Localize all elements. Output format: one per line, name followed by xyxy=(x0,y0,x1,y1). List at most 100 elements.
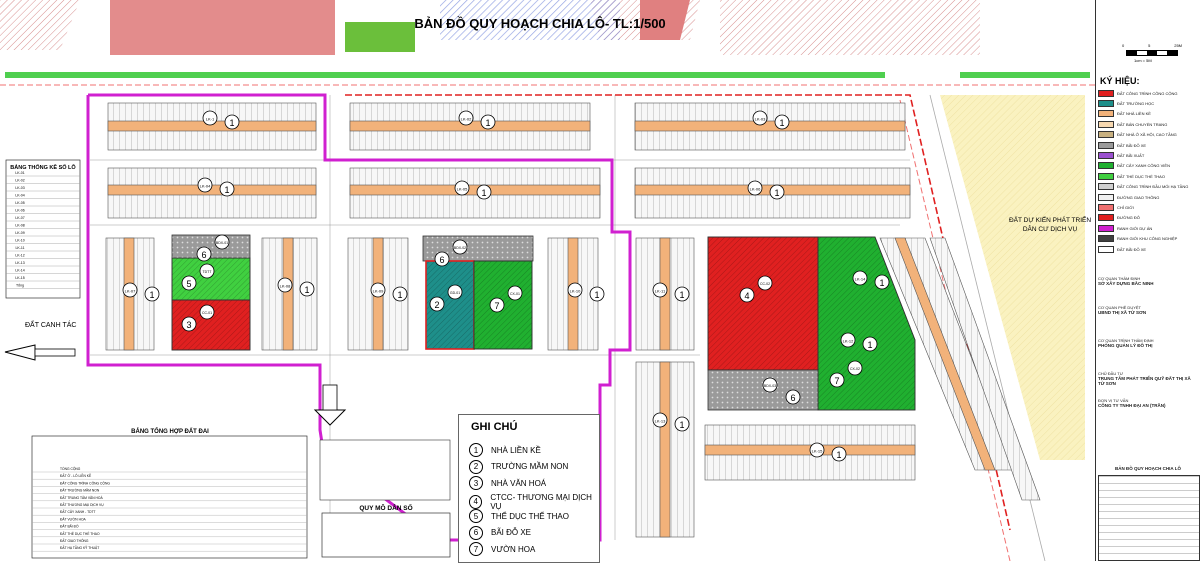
legend-swatch xyxy=(1098,224,1114,232)
block-marker-lk-09 xyxy=(370,282,386,298)
land-row-label: ĐẤT VƯỜN HOA xyxy=(60,516,87,521)
block-marker-lk-13 xyxy=(652,412,668,428)
legend-label: ĐẤT BÃI XUẤT xyxy=(1117,152,1145,158)
scale-label-25: 25M xyxy=(1174,43,1182,48)
block-marker-lk-07 xyxy=(122,282,138,298)
block-num: 1 xyxy=(304,285,309,295)
block-marker-lk-10 xyxy=(567,282,583,298)
note-label: THỂ DỤC THỂ THAO xyxy=(491,511,569,521)
block-num-circle xyxy=(874,274,890,290)
facility-num: 4 xyxy=(744,291,749,301)
block-num: 1 xyxy=(397,290,402,300)
legend-label: RANH GIỚI KHU CÔNG NGHIỆP xyxy=(1117,236,1178,242)
legend-swatch xyxy=(1098,214,1114,222)
signature-table xyxy=(1098,475,1200,561)
block-num-circle xyxy=(480,114,496,130)
facility-code-bdx-01: BDX-01 xyxy=(216,241,228,245)
block-code-lk-11: LK-11 xyxy=(655,289,666,294)
notes-title: GHI CHÚ xyxy=(471,421,518,433)
legend-item: ĐẤT NHÀ LIỀN KỀ xyxy=(1098,109,1151,119)
facility-num: 3 xyxy=(186,320,191,330)
legend-label: ĐƯỜNG GIAO THÔNG xyxy=(1117,194,1160,200)
note-label: VƯỜN HOA xyxy=(491,544,536,554)
legend-label: CHỈ GIỚI xyxy=(1117,204,1134,210)
block-num: 1 xyxy=(679,420,684,430)
legend-label: ĐẤT BÁN CHUYỂN TRANG xyxy=(1117,121,1168,127)
legend-label: ĐẤT THỂ DỤC THỂ THAO xyxy=(1117,173,1165,179)
block-num-circle xyxy=(299,281,315,297)
facility-code-cx-02: CX-02 xyxy=(850,367,860,371)
scale-label-5: 5 xyxy=(1148,43,1151,48)
legend-swatch xyxy=(1098,193,1114,201)
block-code-lk-15: LK-15 xyxy=(812,449,823,454)
legend-label: ĐẤT NHÀ Ở XÃ HỘI, CAO TẦNG xyxy=(1117,132,1177,138)
block-num: 1 xyxy=(774,188,779,198)
block-num: 1 xyxy=(481,188,486,198)
note-number: 6 xyxy=(469,525,483,540)
legend-swatch xyxy=(1098,172,1114,180)
facility-code-bdx-03: BDX-03 xyxy=(764,384,776,388)
stats-row-code: LK-06 xyxy=(15,209,24,213)
facility-code-cx-01: CX-01 xyxy=(510,292,520,296)
block-num-circle xyxy=(219,181,235,197)
block-marker-lk-02 xyxy=(458,110,474,126)
east-area-label-1: ĐẤT DỰ KIẾN PHÁT TRIỂN xyxy=(1009,214,1091,224)
block-code-lk-07: LK-07 xyxy=(125,289,136,294)
facility-code-gd-01: GD-01 xyxy=(450,291,460,295)
legend-item: ĐẤT CÔNG TRÌNH ĐẦU MỐI HẠ TẦNG xyxy=(1098,182,1188,192)
lot-stats-table: BẢNG THỐNG KÊ SỐ LÔ LK-01LK-02LK-03LK-04… xyxy=(5,159,81,299)
block-code-lk-04: LK-04 xyxy=(200,184,211,189)
block-num: 1 xyxy=(867,340,872,350)
legend-item: CHỈ GIỚI xyxy=(1098,202,1134,212)
legend-label: ĐẤT BÃI ĐỖ XE xyxy=(1117,246,1147,252)
scale-bar xyxy=(1126,50,1178,56)
tb-drawing-name: BẢN ĐỒ QUY HOẠCH CHIA LÔ xyxy=(1114,466,1181,471)
legend-swatch xyxy=(1098,99,1114,107)
land-row-label: TỔNG CỘNG xyxy=(60,466,81,471)
block-num-circle xyxy=(144,286,160,302)
block-num: 1 xyxy=(679,290,684,300)
block-code-lk-03: LK-03 xyxy=(755,117,766,122)
stats-row-code: LK-03 xyxy=(15,186,24,190)
facility-num: 6 xyxy=(201,250,206,260)
tb-consultant: CÔNG TY TNHH ĐẠI AN (TRẦN) xyxy=(1098,403,1166,408)
stats-row-code: LK-02 xyxy=(15,179,24,183)
facility-marker-tdtt xyxy=(199,263,215,279)
stats-row-code: LK-10 xyxy=(15,239,24,243)
block-code-lk-02: LK-02 xyxy=(461,117,472,122)
land-row-label: ĐẤT HẠ TẦNG KỸ THUẬT xyxy=(60,545,99,550)
facility-num: 7 xyxy=(834,376,839,386)
block-num: 1 xyxy=(229,118,234,128)
legend-item: ĐẤT THỂ DỤC THỂ THAO xyxy=(1098,171,1165,181)
note-label: BÃI ĐỖ XE xyxy=(491,528,532,537)
legend-item: RANH GIỚI KHU CÔNG NGHIỆP xyxy=(1098,234,1177,244)
land-summary-title: BẢNG TỔNG HỢP ĐẤT ĐAI xyxy=(131,428,209,435)
legend-item: ĐẤT BÃI ĐỖ XE xyxy=(1098,140,1146,150)
note-number: 7 xyxy=(469,542,483,556)
tb-agency: PHÒNG QUẢN LÝ ĐÔ THỊ xyxy=(1098,343,1153,348)
stats-row-code: LK-01 xyxy=(15,171,24,175)
block-num-circle xyxy=(831,446,847,462)
block-marker-lk-08 xyxy=(277,277,293,293)
block-num-circle xyxy=(589,286,605,302)
land-row-label: ĐẤT BÃI ĐỖ xyxy=(60,524,79,529)
note-number: 2 xyxy=(469,459,483,474)
legend-swatch xyxy=(1098,151,1114,159)
note-label: TRƯỜNG MẦM NON xyxy=(491,462,569,471)
tb-approve-label: CƠ QUAN PHÊ DUYỆT xyxy=(1098,305,1141,310)
east-area-label-2: DÂN CƯ DỊCH VỤ xyxy=(1023,224,1078,233)
land-row-label: ĐẤT TRUNG TÂM VĂN HOÁ xyxy=(60,496,103,500)
west-area-label: ĐẤT CANH TÁC xyxy=(25,319,76,329)
facility-marker-bdx-02 xyxy=(452,239,468,255)
land-row-label: ĐẤT THƯƠNG MẠI DỊCH VỤ xyxy=(60,503,104,507)
legend-label: ĐẤT CÂY XANH CÔNG VIÊN xyxy=(1117,163,1170,169)
block-code-lk-14: LK-14 xyxy=(855,277,866,282)
block-marker-lk-06 xyxy=(747,180,763,196)
stats-row-code: Tổng xyxy=(16,284,24,288)
note-number: 5 xyxy=(469,509,483,523)
legend-label: ĐẤT CÔNG TRÌNH CÔNG CỘNG xyxy=(1117,90,1178,96)
block-num-circle xyxy=(224,114,240,130)
note-number: 3 xyxy=(469,476,483,490)
